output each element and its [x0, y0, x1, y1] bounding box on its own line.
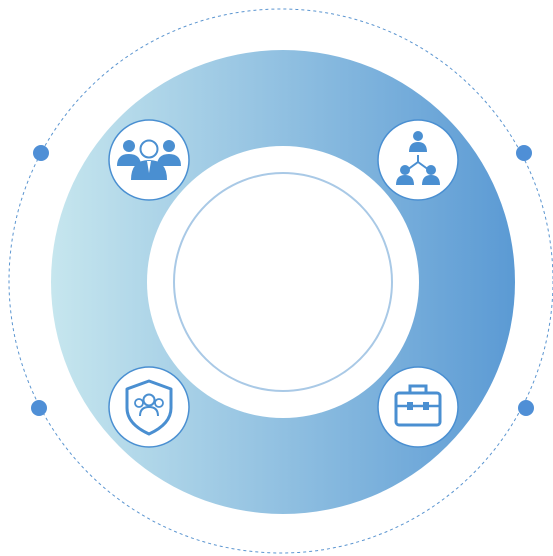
briefcase-icon: [377, 366, 459, 448]
orbit-dot-right-top: [516, 145, 532, 161]
outer-orbit-ring: [8, 8, 553, 554]
inner-circle-outline: [173, 172, 393, 392]
org-hierarchy-icon: [377, 119, 459, 201]
user-shield-icon: [108, 366, 190, 448]
inner-white-disc: [147, 146, 419, 418]
orbit-dot-left-bottom: [31, 400, 47, 416]
orbit-dot-left-top: [33, 145, 49, 161]
orbit-dot-right-bottom: [518, 400, 534, 416]
business-team-icon: [108, 119, 190, 201]
